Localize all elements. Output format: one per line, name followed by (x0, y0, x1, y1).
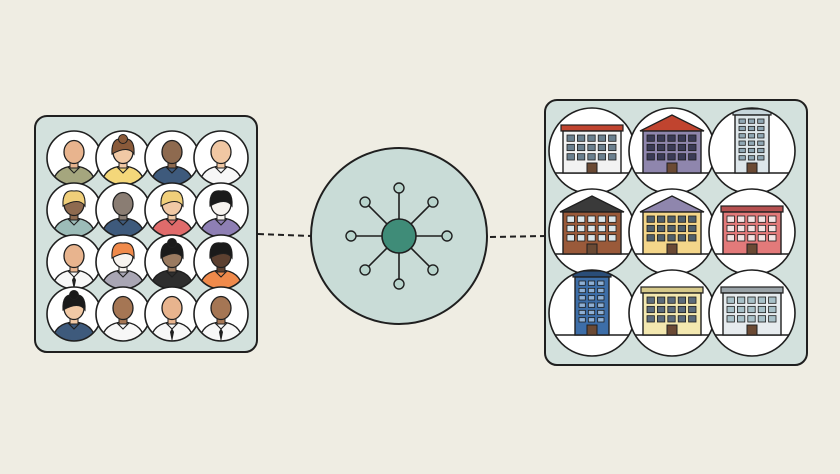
connector-right (489, 235, 547, 238)
people-grid (46, 130, 249, 342)
people-panel (34, 115, 258, 353)
person-light-white-shirt-icon (193, 130, 249, 186)
building-glass-office-icon (708, 107, 796, 195)
hub-node (441, 230, 453, 242)
person-gray-navy-shirt-icon (95, 182, 151, 238)
building-victorian-house-icon (628, 107, 716, 195)
person-bun-yellow-top-icon (95, 130, 151, 186)
hub-node (359, 196, 371, 208)
person-light-white-shirt-tie-icon (144, 286, 200, 342)
hub-node (427, 264, 439, 276)
person-black-hair-orange-top-icon (193, 234, 249, 290)
person-bun-blue-blazer-icon (46, 286, 102, 342)
buildings-panel (544, 99, 808, 366)
hub-center-node (381, 218, 417, 254)
person-dark-skin-navy-shirt-icon (144, 130, 200, 186)
hub-node (393, 182, 405, 194)
person-blonde-red-top-icon (144, 182, 200, 238)
network-hub (310, 147, 488, 325)
hub-node (393, 278, 405, 290)
building-yellow-house-icon (628, 188, 716, 276)
person-black-hair-purple-top-icon (193, 182, 249, 238)
building-blue-tower-icon (548, 269, 636, 357)
person-brown-white-shirt-icon (95, 286, 151, 342)
buildings-grid (548, 107, 796, 357)
person-brown-white-shirt-bowtie-icon (193, 286, 249, 342)
network-hub-icon (345, 182, 453, 290)
hub-node (345, 230, 357, 242)
building-modern-house-icon (548, 188, 636, 276)
hub-node (359, 264, 371, 276)
person-bald-green-shirt-icon (46, 130, 102, 186)
person-bald-white-shirt-tie-icon (46, 234, 102, 290)
building-red-shop-icon (708, 188, 796, 276)
person-blonde-teal-top-icon (46, 182, 102, 238)
building-classic-hotel-icon (548, 107, 636, 195)
building-cream-apartments-icon (628, 269, 716, 357)
building-glass-lobby-icon (708, 269, 796, 357)
connector-left (257, 233, 313, 237)
person-redhead-gray-top-icon (95, 234, 151, 290)
hub-node (427, 196, 439, 208)
